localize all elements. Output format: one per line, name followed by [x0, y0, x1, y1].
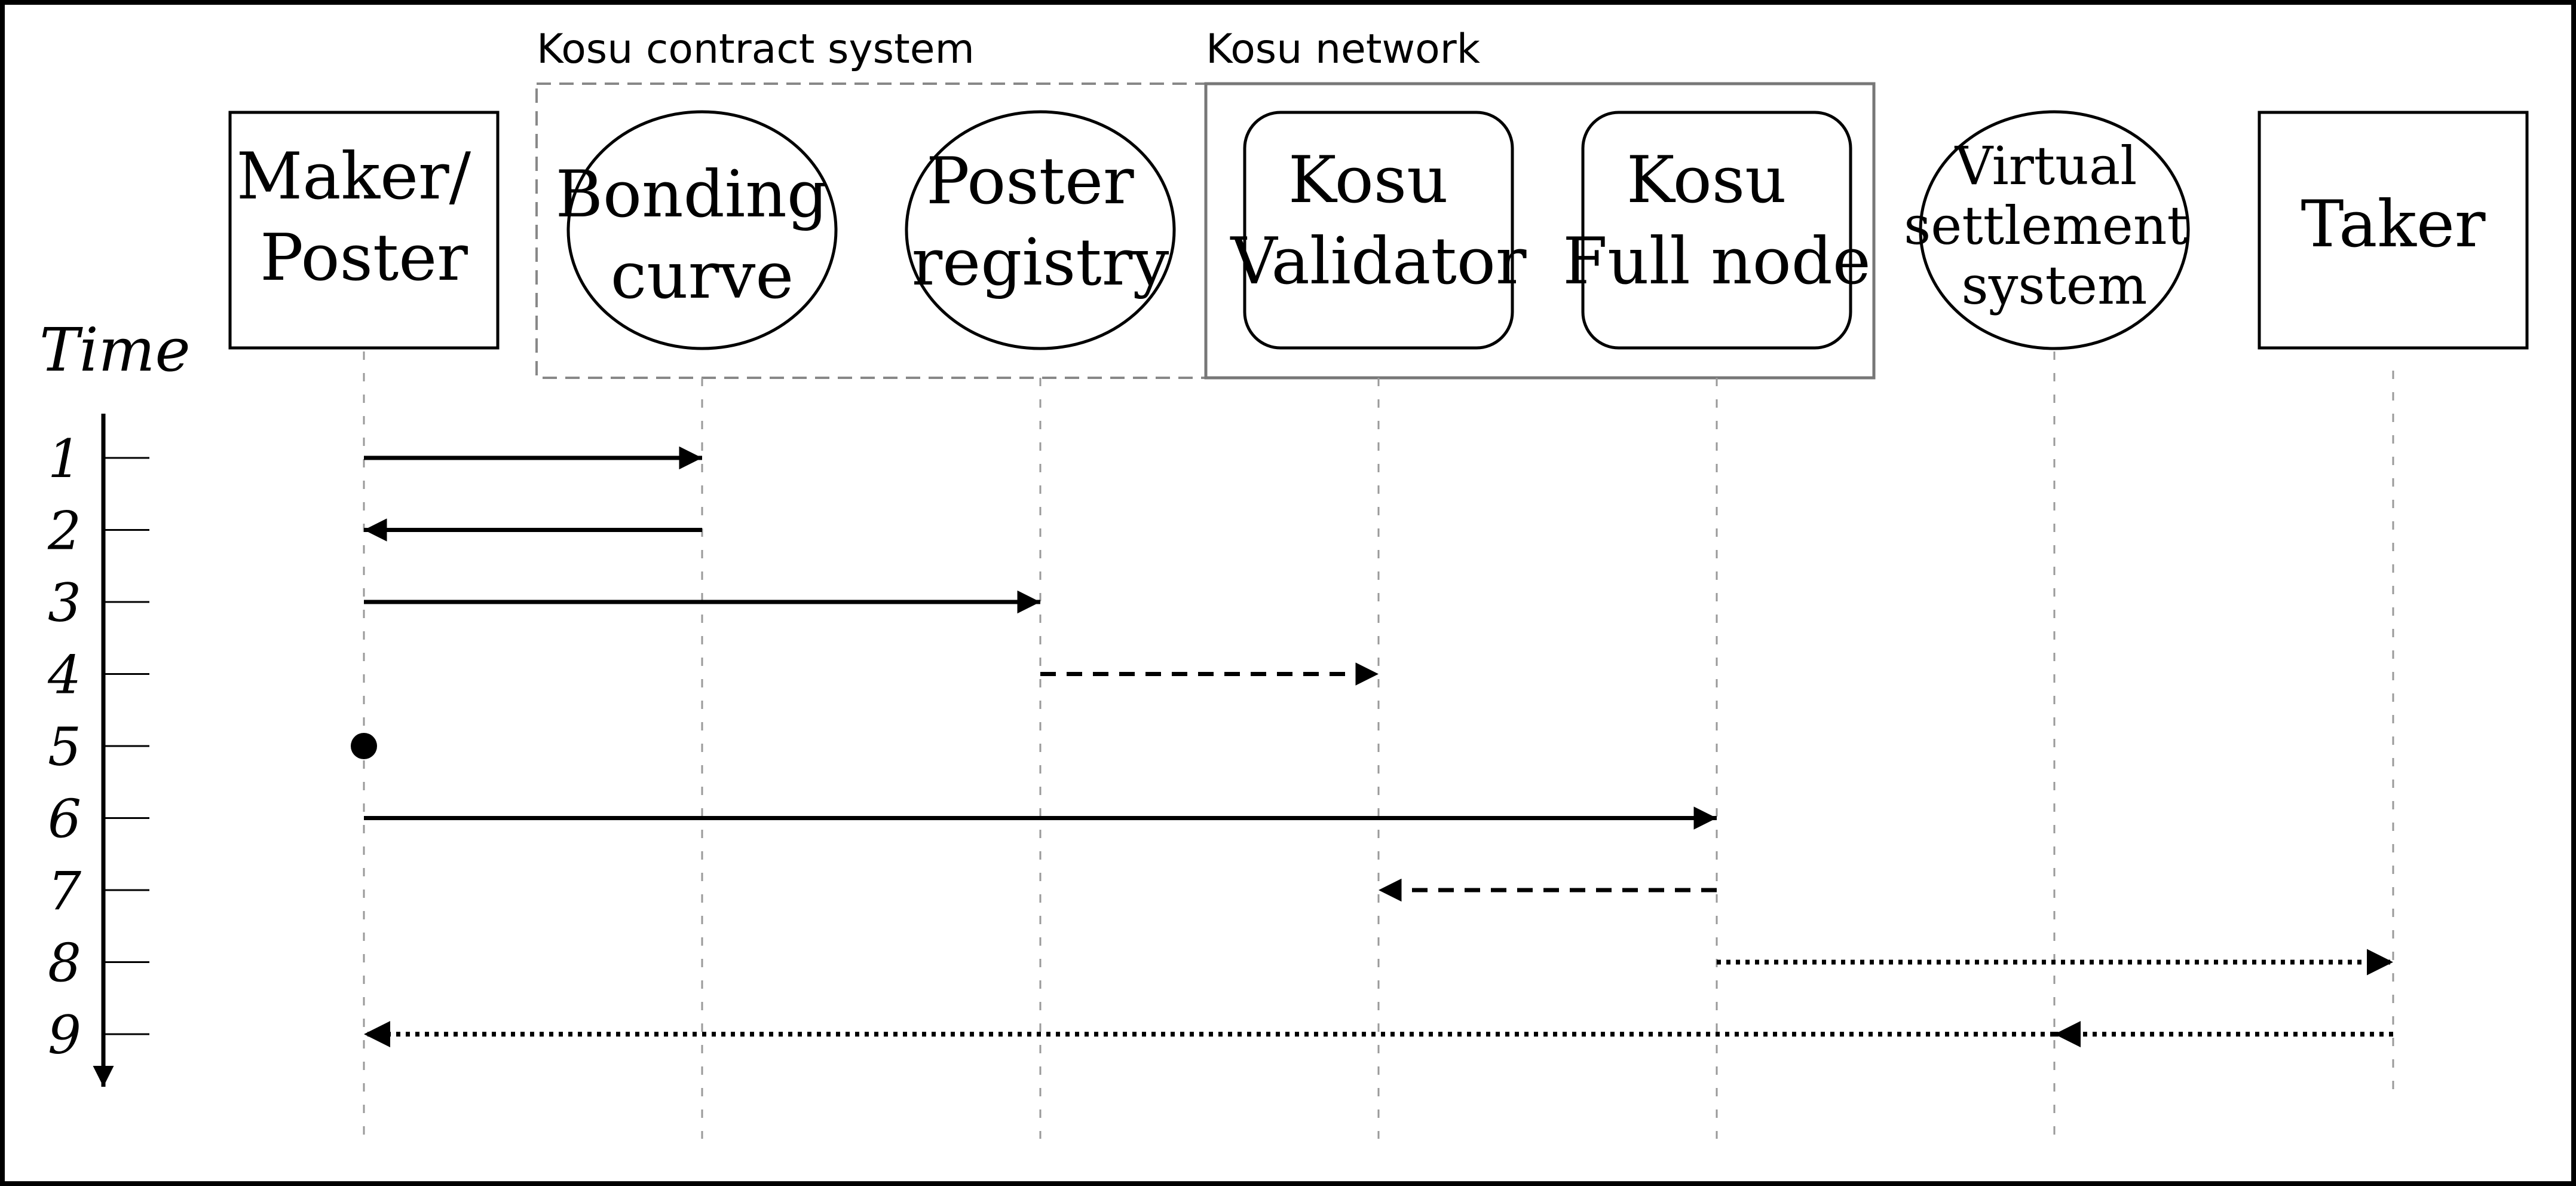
- actor-kosu-validator-line-1: Kosu: [1288, 143, 1448, 218]
- kosu-contract-system-box: [535, 82, 1207, 379]
- actor-taker-box: [2258, 111, 2529, 350]
- actor-kosu-full-node-line-1: Kosu: [1627, 143, 1787, 218]
- actor-poster-registry-line-2: registry: [912, 225, 1169, 300]
- message-5-event-dot: [351, 733, 377, 759]
- actor-kosu-full-node-label: Kosu Full node: [1563, 143, 1871, 299]
- actor-virtual-settlement-system: Virtual settlement system: [1904, 110, 2205, 350]
- time-tick-label-8: 8: [48, 933, 81, 994]
- actor-kosu-validator-box: [1243, 111, 1514, 350]
- time-tick-label-4: 4: [47, 644, 81, 706]
- actor-maker-poster-line-2: Poster: [260, 221, 468, 295]
- actor-taker: Taker: [2258, 111, 2529, 350]
- actor-maker-poster-label: Maker/ Poster: [237, 139, 492, 295]
- actor-virtual-settlement-system-line-3: system: [1962, 255, 2148, 316]
- actor-maker-poster: Maker/ Poster: [228, 111, 500, 350]
- time-axis-label: Time: [39, 315, 191, 385]
- actor-maker-poster-line-1: Maker/: [237, 139, 471, 214]
- actor-bonding-curve-label: Bonding curve: [556, 157, 849, 313]
- time-axis-ticks: 1 2 3 4 5 6 7 8 9: [47, 428, 149, 1066]
- actor-kosu-validator-line-2: Validator: [1229, 224, 1526, 299]
- actor-virtual-settlement-system-line-1: Virtual: [1955, 135, 2137, 197]
- actor-bonding-curve: Bonding curve: [556, 110, 849, 350]
- actor-virtual-settlement-system-line-2: settlement: [1904, 195, 2188, 256]
- actors: Maker/ Poster Bonding curve Poster regis…: [228, 110, 2529, 350]
- actor-bonding-curve-line-1: Bonding: [556, 157, 828, 232]
- time-tick-label-1: 1: [48, 428, 81, 490]
- kosu-network-box: [1204, 82, 1876, 380]
- actor-kosu-full-node: Kosu Full node: [1563, 111, 1871, 350]
- actor-poster-registry-line-1: Poster: [926, 144, 1134, 219]
- time-tick-label-9: 9: [48, 1004, 81, 1066]
- actor-virtual-settlement-system-shape: [1919, 110, 2190, 350]
- actor-taker-label: Taker: [2301, 187, 2485, 262]
- actor-bonding-curve-shape: [566, 110, 838, 350]
- actor-kosu-full-node-line-2: Full node: [1563, 224, 1871, 299]
- actor-poster-registry-label: Poster registry: [912, 144, 1169, 300]
- actor-kosu-validator-label: Kosu Validator: [1229, 143, 1526, 299]
- actor-kosu-full-node-box: [1581, 111, 1852, 350]
- time-tick-label-2: 2: [47, 500, 81, 562]
- actor-maker-poster-box: [228, 111, 500, 350]
- actor-poster-registry-shape: [905, 110, 1176, 350]
- time-tick-label-3: 3: [48, 572, 81, 634]
- actor-bonding-curve-line-2: curve: [611, 239, 794, 313]
- lifelines: [363, 351, 2394, 1139]
- actor-poster-registry: Poster registry: [905, 110, 1176, 350]
- time-tick-label-6: 6: [48, 788, 81, 850]
- time-axis: Time 1 2 3 4 5 6 7 8 9: [39, 315, 191, 1087]
- messages: [351, 446, 2393, 1047]
- kosu-contract-system-label: Kosu contract system: [537, 26, 975, 73]
- kosu-network-label: Kosu network: [1206, 26, 1481, 73]
- time-tick-label-5: 5: [48, 716, 81, 778]
- actor-virtual-settlement-system-label: Virtual settlement system: [1904, 135, 2205, 316]
- time-tick-label-7: 7: [48, 860, 81, 922]
- group-boxes: Kosu contract system Kosu network: [535, 26, 1876, 380]
- actor-kosu-validator: Kosu Validator: [1229, 111, 1527, 350]
